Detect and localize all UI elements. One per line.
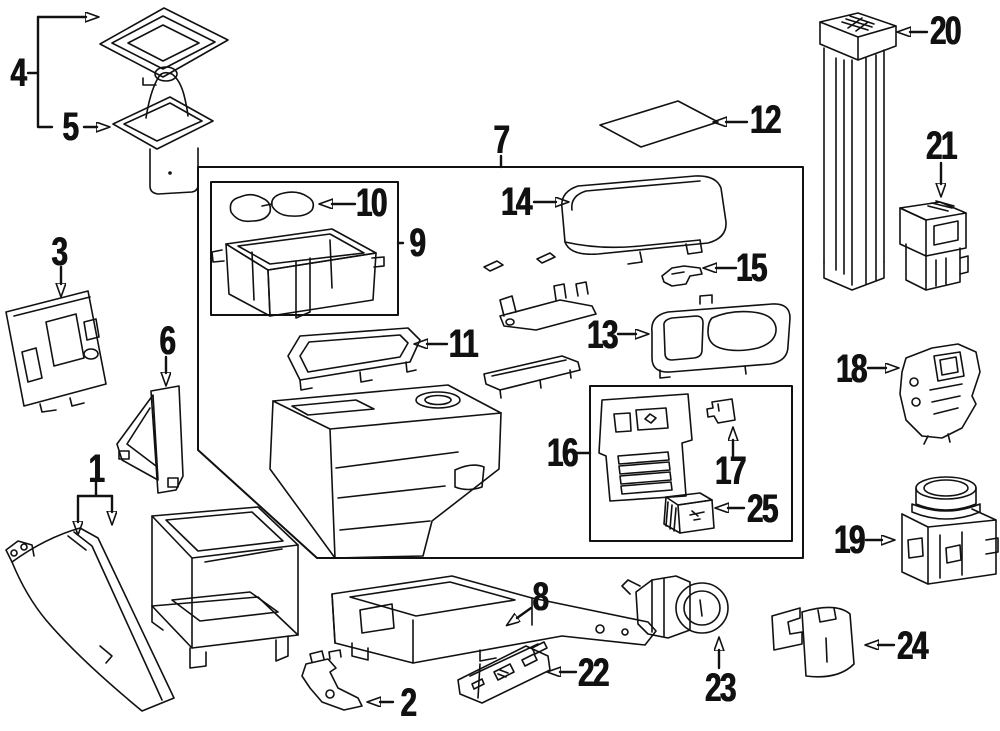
part-retainer-clip	[706, 398, 736, 424]
callout-20[interactable]: 20	[930, 9, 961, 53]
part-switch-panel	[457, 641, 551, 704]
callout-25[interactable]: 25	[747, 487, 778, 531]
part-console-box-duct	[819, 12, 897, 291]
part-console-upper-frame	[287, 327, 421, 391]
callout-3[interactable]: 3	[51, 230, 68, 274]
callout-1[interactable]: 1	[88, 447, 105, 491]
callout-24[interactable]: 24	[897, 624, 928, 668]
part-console-rear-panel	[5, 290, 107, 413]
part-armrest-hinge	[499, 281, 597, 331]
callout-5[interactable]: 5	[62, 105, 79, 149]
group-box-7-outline	[197, 166, 804, 559]
part-cupholder-frame	[651, 294, 791, 379]
part-console-mat	[599, 100, 719, 148]
part-hinge-rail	[483, 355, 581, 399]
part-console-side-panel	[5, 527, 175, 712]
callout-19[interactable]: 19	[834, 518, 865, 562]
callout-9[interactable]: 9	[409, 221, 426, 265]
part-mounting-bracket-assembly	[331, 575, 657, 664]
part-console-body	[269, 384, 502, 559]
callout-21[interactable]: 21	[926, 124, 957, 168]
part-blanking-plug	[771, 606, 855, 678]
callout-22[interactable]: 22	[578, 651, 609, 695]
callout-16[interactable]: 16	[547, 431, 578, 475]
callout-15[interactable]: 15	[736, 246, 767, 290]
part-clip-right	[536, 252, 556, 264]
callout-7[interactable]: 7	[493, 118, 510, 162]
callout-18[interactable]: 18	[836, 347, 867, 391]
part-seat-heater-switch	[899, 200, 969, 291]
part-cigarette-lighter	[621, 575, 729, 639]
part-shift-panel	[99, 7, 229, 86]
part-rear-power-outlet	[901, 476, 999, 585]
part-storage-bin	[211, 228, 385, 319]
callout-11[interactable]: 11	[448, 322, 479, 366]
callout-4[interactable]: 4	[10, 51, 27, 95]
part-switch-bracket	[899, 343, 981, 445]
part-support-bracket	[301, 649, 363, 711]
part-tray-mats	[229, 191, 315, 223]
callout-6[interactable]: 6	[159, 319, 176, 363]
part-power-outlet-switch	[663, 492, 715, 534]
part-lock-latch	[661, 265, 703, 287]
part-armrest-lid	[561, 175, 727, 265]
callout-17[interactable]: 17	[715, 449, 746, 493]
group-box-16-outline	[589, 385, 793, 542]
callout-13[interactable]: 13	[587, 313, 618, 357]
callout-23[interactable]: 23	[705, 666, 736, 710]
part-shift-boot	[112, 66, 214, 195]
part-end-panel-vented	[598, 393, 693, 502]
callout-14[interactable]: 14	[501, 180, 532, 224]
callout-leader-lines	[26, 17, 941, 702]
callout-12[interactable]: 12	[750, 98, 781, 142]
callout-2[interactable]: 2	[400, 681, 417, 725]
part-console-frame	[151, 506, 299, 669]
part-side-trim	[116, 385, 184, 494]
part-clip-left	[483, 260, 504, 272]
callout-8[interactable]: 8	[532, 575, 549, 619]
callout-10[interactable]: 10	[356, 181, 387, 225]
